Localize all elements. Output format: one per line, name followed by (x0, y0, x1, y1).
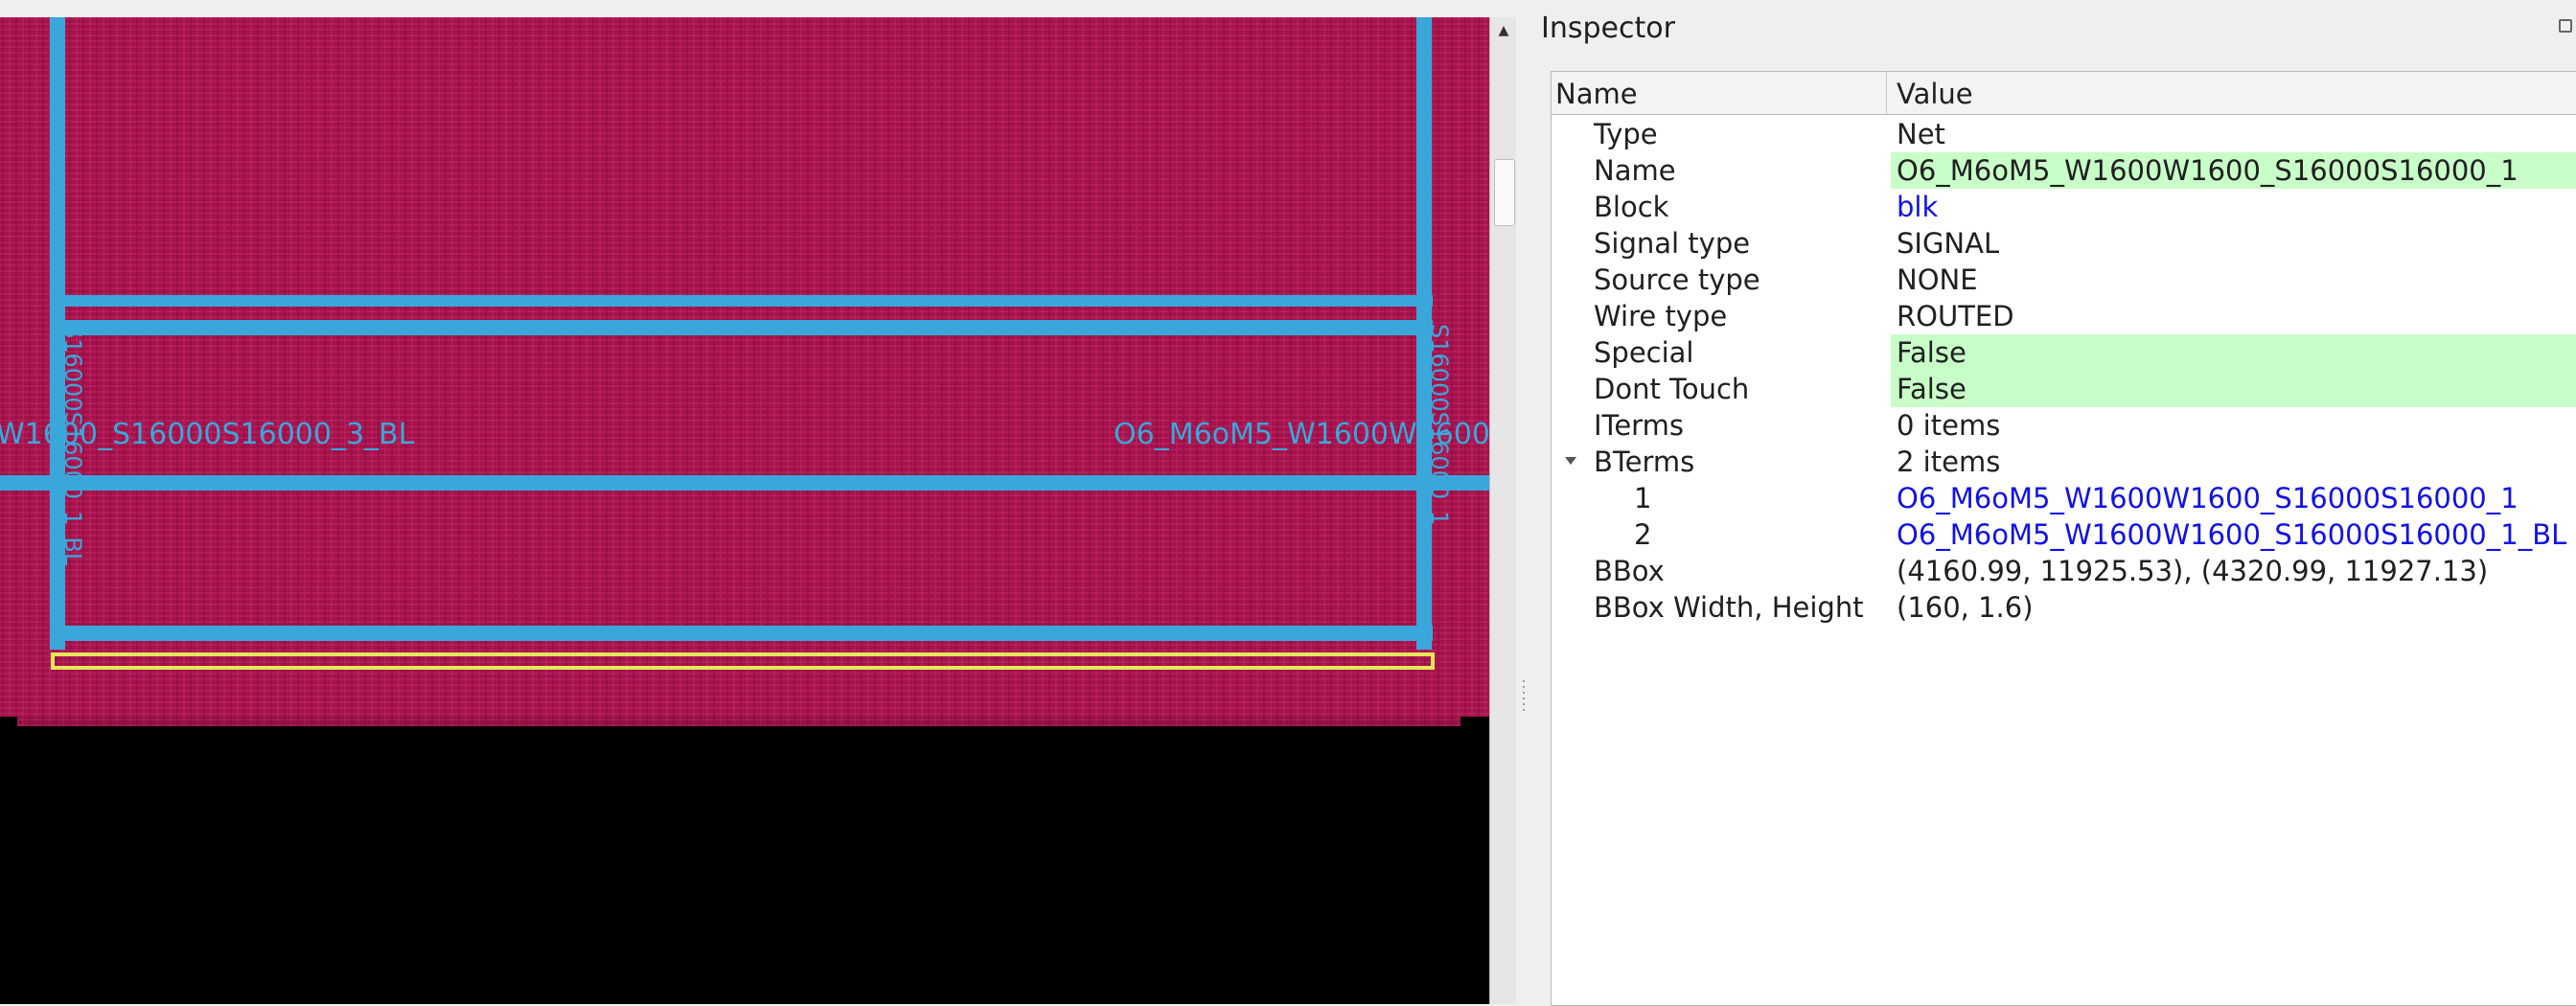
row-label: 2 (1634, 518, 1652, 551)
vertical-scrollbar[interactable]: ▲ (1489, 17, 1517, 1004)
row-label: Special (1594, 336, 1694, 369)
splitter-grip-icon (1523, 680, 1525, 713)
net-region-bottom-fringe (17, 688, 1460, 726)
float-dock-icon[interactable] (2559, 19, 2572, 33)
row-label: Block (1594, 191, 1669, 223)
tree-row-bbox[interactable]: BBox (4160.99, 11925.53), (4320.99, 1192… (1552, 553, 2576, 589)
net-label-right: O6_M6oM5_W1600W1600_ (1114, 418, 1489, 451)
row-value-editable[interactable]: False (1891, 371, 2576, 407)
dock-splitter[interactable] (1516, 17, 1531, 1004)
tree-row-bterm-2[interactable]: 2 O6_M6oM5_W1600W1600_S16000S16000_1_BL (1552, 516, 2576, 553)
net-label-vertical-right: S16000S16000_1 (1426, 324, 1453, 525)
row-label: ITerms (1594, 409, 1684, 442)
row-value: 0 items (1897, 409, 2001, 442)
row-label: Name (1594, 154, 1676, 187)
scrollbar-thumb[interactable] (1494, 159, 1515, 226)
tree-row-bterm-1[interactable]: 1 O6_M6oM5_W1600W1600_S16000S16000_1 (1552, 480, 2576, 516)
tree-row-block[interactable]: Block blk (1552, 189, 2576, 225)
row-value: Net (1897, 118, 1945, 150)
inspector-title: Inspector (1541, 11, 1675, 45)
net-label-vertical-left: S16000S16000_1_BL (59, 324, 86, 566)
layout-canvas[interactable]: W1600_S16000S16000_3_BL O6_M6oM5_W1600W1… (0, 17, 1489, 1004)
row-label: Dont Touch (1594, 373, 1750, 405)
row-label: Signal type (1594, 227, 1751, 260)
bterm-link[interactable]: O6_M6oM5_W1600W1600_S16000S16000_1 (1897, 482, 2518, 514)
row-value: (160, 1.6) (1897, 591, 2034, 624)
tree-row-bbox-size[interactable]: BBox Width, Height (160, 1.6) (1552, 589, 2576, 626)
row-value-editable[interactable]: O6_M6oM5_W1600W1600_S16000S16000_1 (1891, 152, 2576, 189)
bterm-link[interactable]: O6_M6oM5_W1600W1600_S16000S16000_1_BL (1897, 518, 2567, 551)
tree-row-source-type[interactable]: Source type NONE (1552, 262, 2576, 298)
block-link[interactable]: blk (1897, 191, 1939, 223)
inspector-panel: Inspector Name Value Type Net Name O6_M6… (1531, 0, 2576, 1006)
row-label: BBox (1594, 555, 1665, 587)
row-label: Type (1594, 118, 1658, 150)
wire-h-4 (53, 626, 1433, 641)
row-value: (4160.99, 11925.53), (4320.99, 11927.13) (1897, 555, 2489, 587)
tree-row-wire-type[interactable]: Wire type ROUTED (1552, 298, 2576, 334)
inspector-tree[interactable]: Name Value Type Net Name O6_M6oM5_W1600W… (1551, 71, 2576, 1006)
chevron-down-icon[interactable] (1565, 457, 1576, 465)
net-label-left: W1600_S16000S16000_3_BL (0, 418, 415, 451)
tree-row-dont-touch[interactable]: Dont Touch False (1552, 371, 2576, 407)
row-value: SIGNAL (1897, 227, 2000, 260)
wire-v-left (50, 17, 65, 650)
row-value-editable[interactable]: False (1891, 334, 2576, 371)
tree-row-type[interactable]: Type Net (1552, 116, 2576, 152)
row-value: 2 items (1897, 446, 2001, 478)
tree-header: Name Value (1552, 72, 2576, 115)
tree-row-special[interactable]: Special False (1552, 334, 2576, 371)
row-value: NONE (1897, 263, 1978, 296)
row-label: Wire type (1594, 300, 1728, 332)
row-label: BBox Width, Height (1594, 591, 1864, 624)
triangle-up-icon[interactable]: ▲ (1498, 23, 1509, 38)
net-region (0, 17, 1489, 717)
tree-row-iterms[interactable]: ITerms 0 items (1552, 407, 2576, 444)
selected-net-wire[interactable] (51, 652, 1435, 670)
tree-row-bterms[interactable]: BTerms 2 items (1552, 444, 2576, 480)
tree-row-signal-type[interactable]: Signal type SIGNAL (1552, 225, 2576, 262)
column-header-name[interactable]: Name (1552, 72, 1887, 114)
wire-h-2 (53, 320, 1433, 335)
tree-row-name[interactable]: Name O6_M6oM5_W1600W1600_S16000S16000_1 (1552, 152, 2576, 189)
wire-v-right (1416, 17, 1432, 650)
column-header-value[interactable]: Value (1897, 78, 1973, 110)
row-value: ROUTED (1897, 300, 2014, 332)
row-label: 1 (1634, 482, 1652, 514)
layout-viewer[interactable]: W1600_S16000S16000_3_BL O6_M6oM5_W1600W1… (0, 17, 1489, 1004)
row-label: BTerms (1594, 446, 1695, 478)
row-label: Source type (1594, 263, 1760, 296)
wire-h-3 (0, 475, 1489, 491)
wire-h-1 (53, 295, 1433, 307)
